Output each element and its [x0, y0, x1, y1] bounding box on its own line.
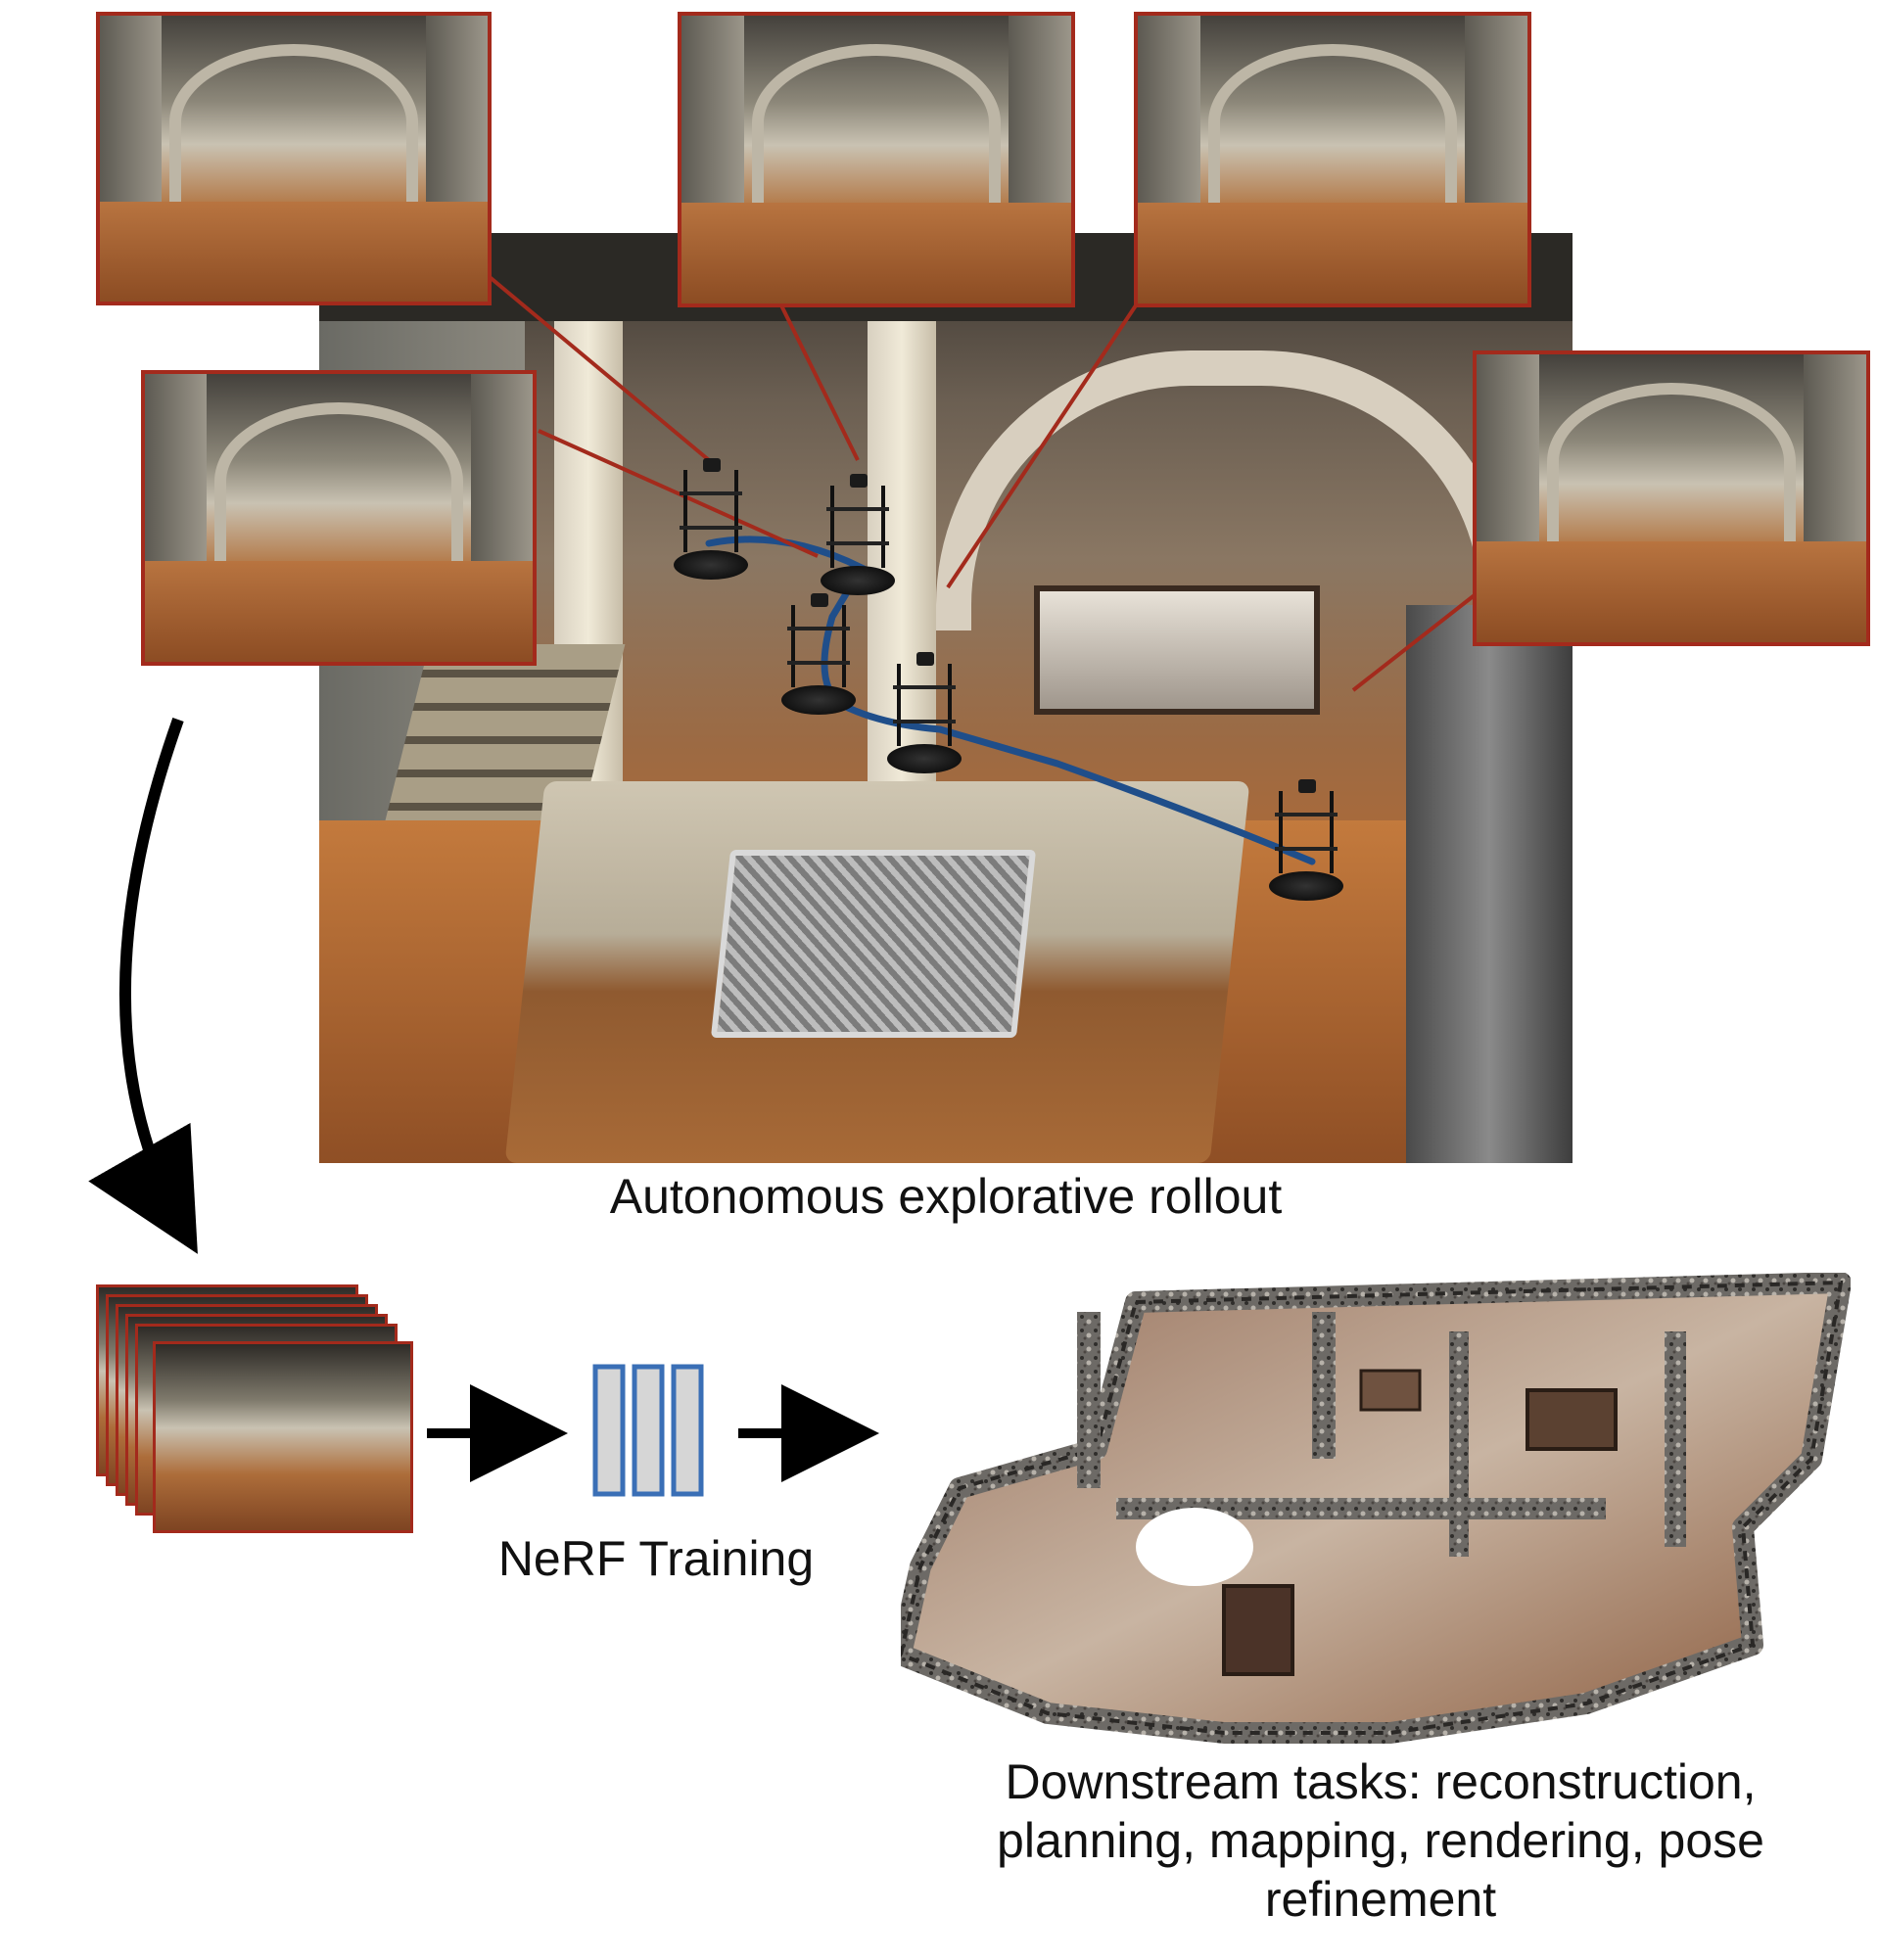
- camera-view-inset-4: [141, 370, 537, 666]
- connector-line: [779, 304, 860, 461]
- camera-view-inset-3: [1134, 12, 1531, 307]
- connector-line: [1351, 585, 1486, 692]
- camera-view-inset-1: [96, 12, 492, 305]
- nerf-network-icon: [592, 1364, 704, 1497]
- connector-line: [946, 303, 1138, 589]
- mobile-robot-icon: [1269, 773, 1343, 901]
- connector-line: [538, 429, 819, 558]
- mobile-robot-icon: [781, 587, 856, 715]
- mobile-robot-icon: [887, 646, 962, 773]
- mobile-robot-icon: [674, 452, 748, 580]
- reconstruction-point-cloud: [901, 1273, 1851, 1744]
- scene-fridge: [1406, 605, 1573, 1163]
- rollout-caption: Autonomous explorative rollout: [609, 1169, 1283, 1224]
- connector-line: [488, 275, 711, 462]
- robot-trajectory: [705, 536, 1316, 865]
- camera-view-inset-5: [1473, 350, 1870, 646]
- curved-arrow: [88, 717, 198, 1254]
- downstream-caption: Downstream tasks: reconstruction, planni…: [997, 1754, 1764, 1927]
- camera-view-inset-2: [678, 12, 1075, 307]
- training-caption: NeRF Training: [497, 1531, 815, 1586]
- mobile-robot-icon: [821, 468, 895, 595]
- scene-dining-table: [1034, 585, 1320, 715]
- stacked-frame-front: [153, 1341, 413, 1533]
